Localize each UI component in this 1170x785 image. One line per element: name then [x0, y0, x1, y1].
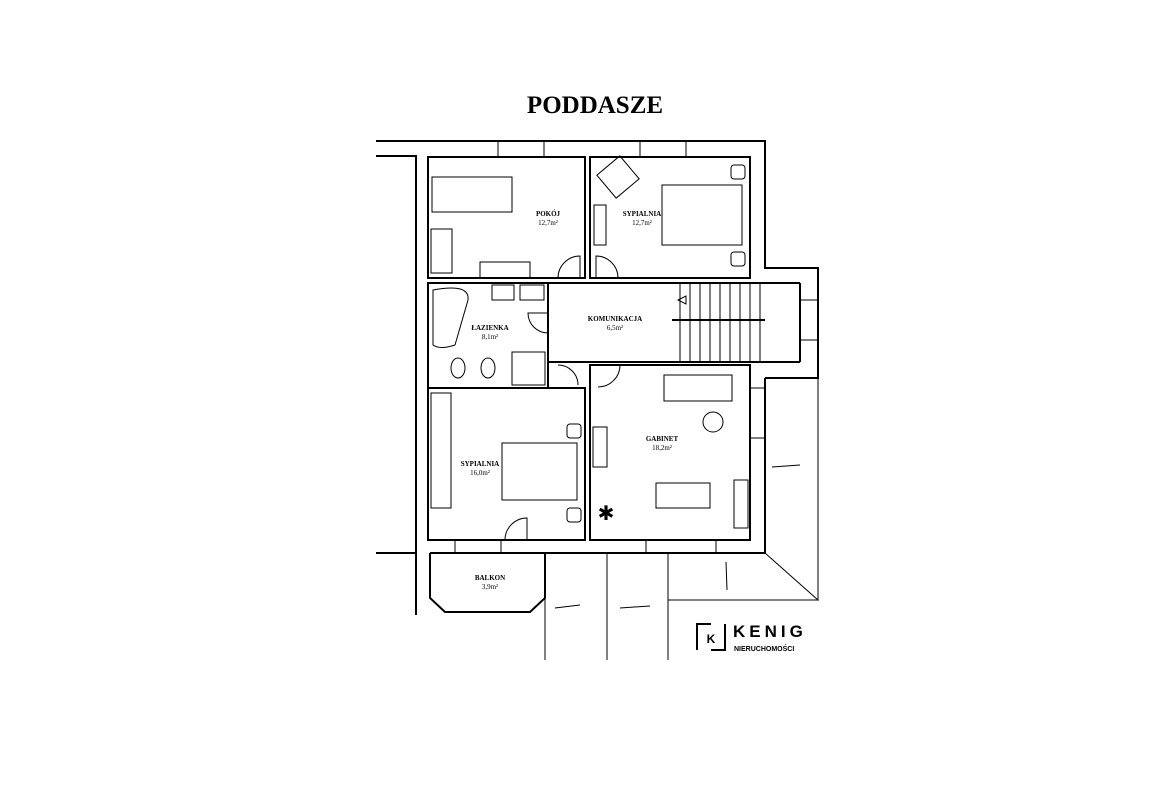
room-labels: POKÓJ 12,7m² SYPIALNIA 12,7m² ŁAZIENKA 8… — [461, 210, 679, 591]
room-area: 18,2m² — [652, 444, 672, 452]
doors — [504, 255, 621, 541]
room-area: 6,5m² — [607, 324, 623, 332]
room-name: ŁAZIENKA — [471, 324, 508, 332]
room-name: BALKON — [475, 574, 505, 582]
logo-letter: K — [707, 632, 716, 646]
room-name: SYPIALNIA — [461, 460, 500, 468]
bed-icon — [501, 442, 578, 501]
room-area: 16,0m² — [470, 469, 490, 477]
room-name: SYPIALNIA — [623, 210, 662, 218]
room-name: POKÓJ — [536, 210, 561, 218]
bed-icon — [661, 184, 743, 246]
room-name: GABINET — [646, 435, 679, 443]
walls — [376, 140, 820, 660]
room-area: 12,7m² — [632, 219, 652, 227]
furniture: ✱ — [430, 155, 749, 529]
room-area: 8,1m² — [482, 333, 498, 341]
logo-subtitle: NIERUCHOMOŚCI — [734, 644, 794, 653]
room-area: 12,7m² — [538, 219, 558, 227]
room-area: 3,9m² — [482, 583, 498, 591]
floor-title: PODDASZE — [527, 92, 663, 119]
logo: K KENIG NIERUCHOMOŚCI — [696, 622, 807, 653]
stairs — [672, 283, 765, 362]
plant-icon: ✱ — [598, 503, 615, 525]
room-name: KOMUNIKACJA — [588, 315, 642, 323]
logo-name: KENIG — [733, 622, 807, 641]
